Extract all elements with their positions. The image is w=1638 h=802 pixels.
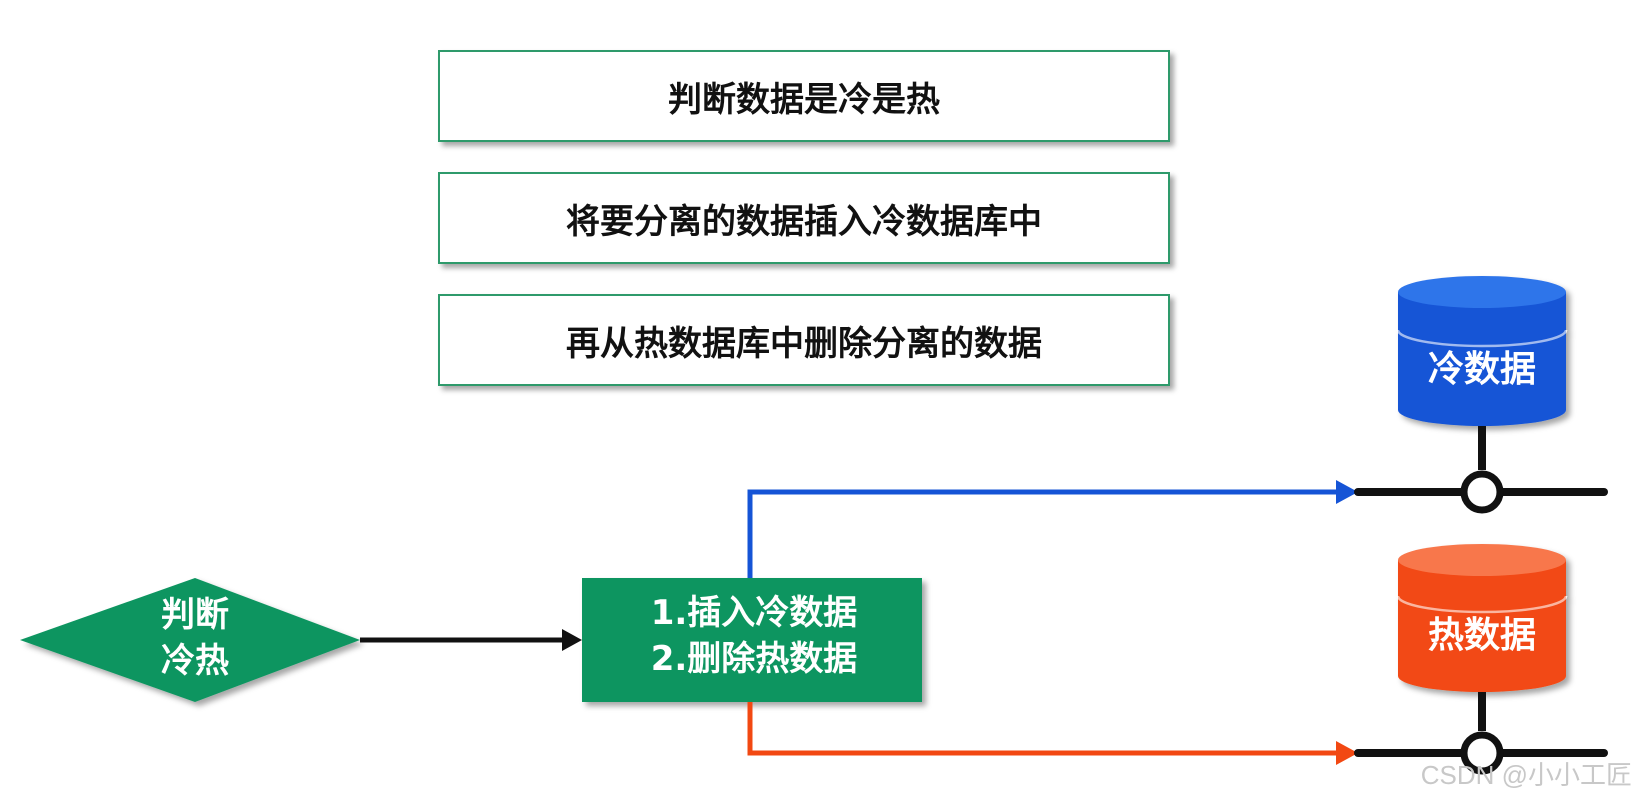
step-text: 再从热数据库中删除分离的数据	[566, 323, 1042, 364]
process-label-line2: 2.删除热数据	[650, 639, 858, 679]
hot-database-icon	[1396, 544, 1568, 692]
arrow-to-cold	[747, 489, 1340, 578]
hot-connector-node	[1460, 731, 1504, 775]
process-label-line1: 1.插入冷数据	[650, 593, 858, 633]
process-box	[582, 578, 922, 702]
arrow-head-hot	[1336, 741, 1358, 765]
decision-label-line1: 判断	[161, 595, 229, 635]
decision-label-line2: 冷热	[161, 641, 229, 681]
step-text: 将要分离的数据插入冷数据库中	[566, 201, 1042, 242]
arrow-head-cold	[1336, 480, 1358, 504]
arrow-to-hot	[747, 702, 1340, 756]
decision-diamond	[20, 578, 360, 702]
process-label: 1.插入冷数据 2.删除热数据	[584, 590, 924, 682]
watermark: CSDN @小小工匠	[1420, 760, 1632, 790]
cold-database-icon	[1396, 276, 1568, 426]
cold-connector-node	[1460, 470, 1504, 514]
decision-label: 判断 冷热	[145, 592, 245, 684]
hot-database-label: 热数据	[1427, 615, 1536, 656]
arrow-head-process	[562, 629, 582, 651]
step-box-judge: 判断数据是冷是热	[438, 50, 1170, 142]
step-text: 判断数据是冷是热	[668, 79, 940, 120]
cold-database-label: 冷数据	[1427, 349, 1536, 390]
step-box-delete: 再从热数据库中删除分离的数据	[438, 294, 1170, 386]
step-box-insert: 将要分离的数据插入冷数据库中	[438, 172, 1170, 264]
